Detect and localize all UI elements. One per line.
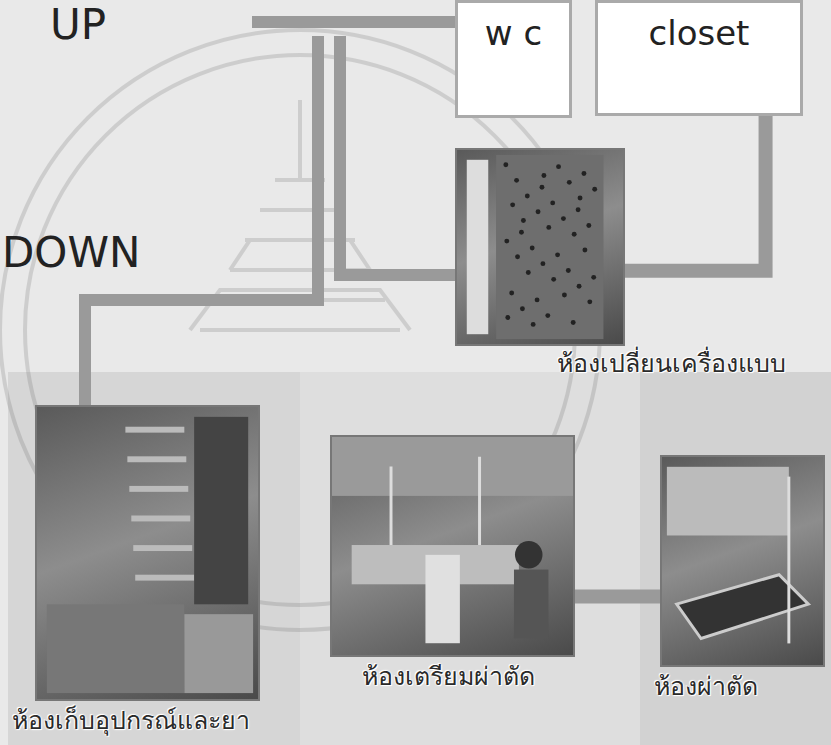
corridor-connector — [625, 116, 766, 271]
photo-illustration — [37, 407, 258, 699]
room-panel — [300, 372, 640, 745]
room-box: closet — [595, 0, 803, 116]
room-photo: ห้องเก็บอุปกรณ์และยา — [35, 405, 260, 701]
room-panel — [8, 372, 300, 745]
room-name: ห้องเตรียมผ่าตัด — [362, 663, 535, 691]
corridor-line — [85, 42, 318, 402]
corridor-line — [258, 16, 452, 28]
photo-illustration — [662, 457, 823, 665]
room-box: w c — [455, 0, 572, 118]
corridor-connector — [575, 596, 660, 597]
room-label: w c — [458, 3, 569, 52]
room-name: ห้องเปลี่ยนเครื่องแบบ — [557, 350, 786, 378]
connector-line — [575, 589, 660, 603]
room-label: closet — [598, 3, 800, 52]
room-photo: ห้องเตรียมผ่าตัด — [330, 435, 575, 657]
corridor-lines — [85, 22, 452, 402]
photo-illustration — [332, 437, 573, 655]
room-photo: ห้องผ่าตัด — [660, 455, 825, 667]
photo-illustration — [457, 150, 623, 344]
stair-label: DOWN — [2, 232, 140, 274]
connector-line — [625, 116, 766, 271]
room-panel — [640, 372, 831, 745]
stair-label: UP — [50, 4, 106, 46]
room-photo: ห้องเปลี่ยนเครื่องแบบ — [455, 148, 625, 346]
room-name: ห้องผ่าตัด — [654, 673, 758, 701]
room-name: ห้องเก็บอุปกรณ์และยา — [12, 707, 250, 735]
corridor-line — [340, 42, 452, 275]
